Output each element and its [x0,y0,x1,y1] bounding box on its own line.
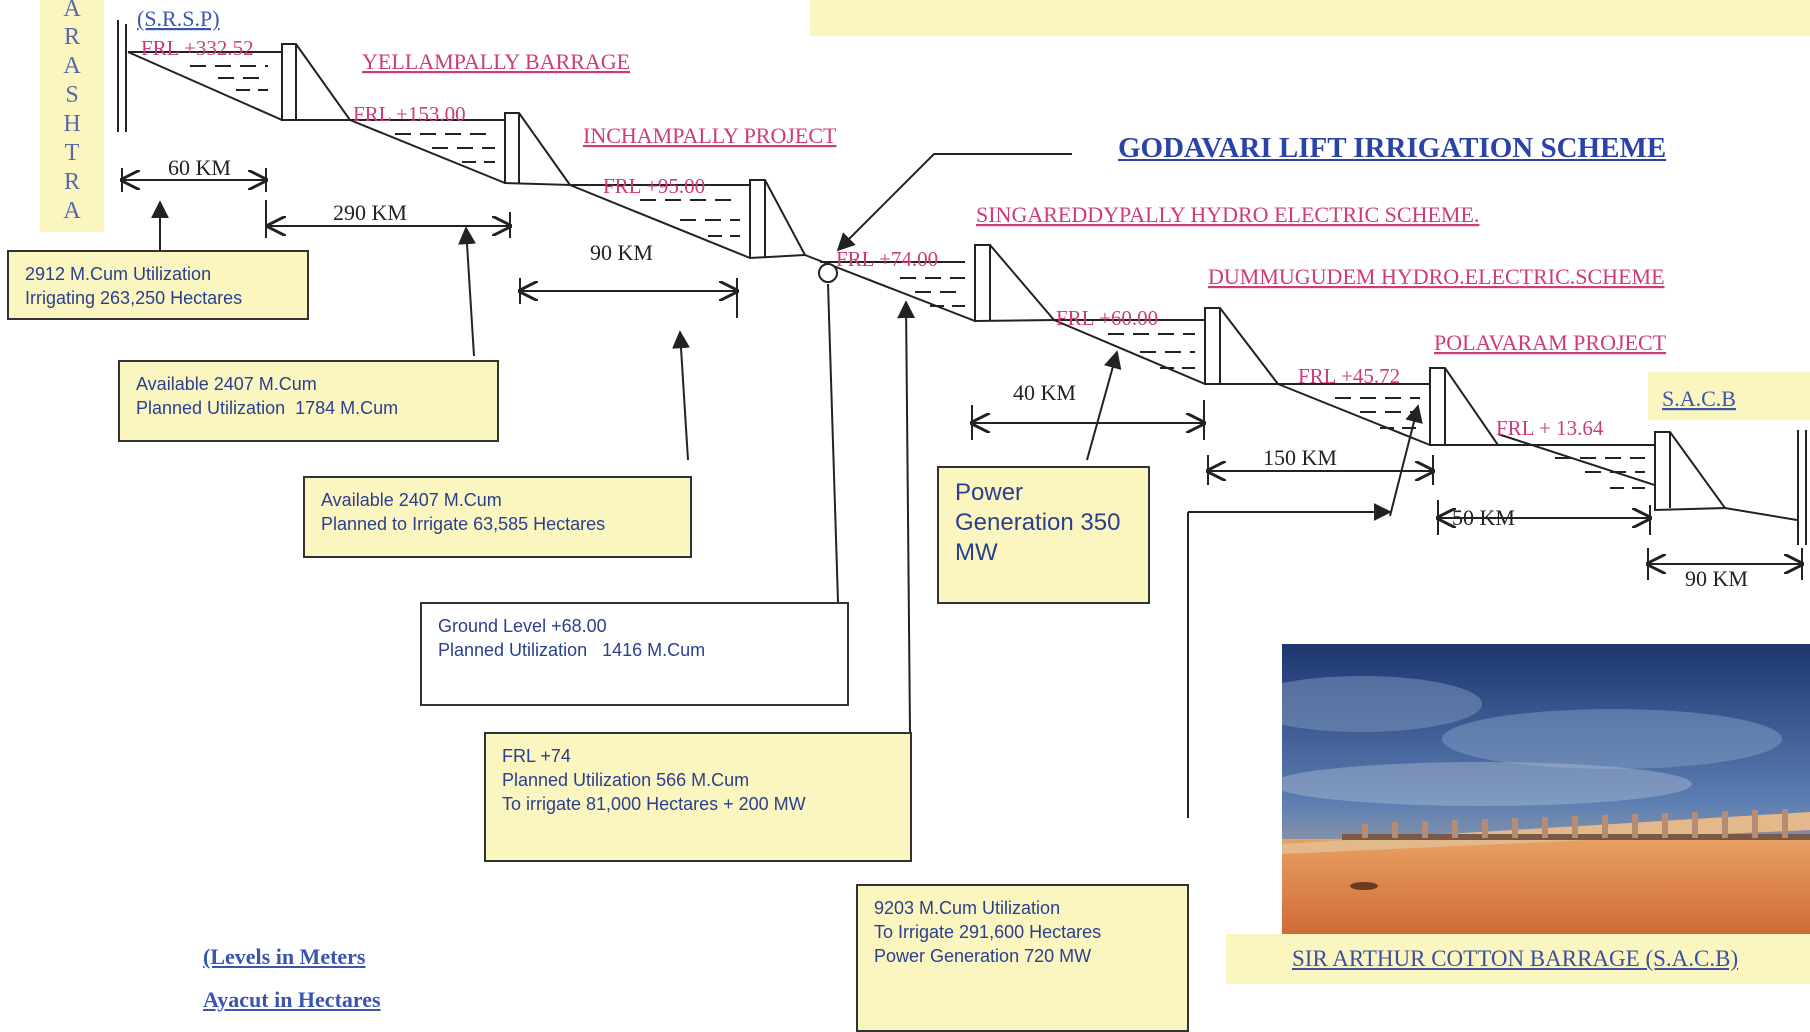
info-line: Planned Utilization 1784 M.Cum [136,398,399,418]
info-line: FRL +74 [502,746,571,766]
distance-label: 50 KM [1452,505,1515,530]
distance-dimensions [122,168,1802,580]
scheme-title: GODAVARI LIFT IRRIGATION SCHEME [1118,132,1667,164]
frl-labels: FRL +332.52 FRL +153.00 FRL +95.00 FRL +… [141,36,1604,440]
project-label-polavaram: POLAVARAM PROJECT [1434,330,1667,355]
header-banner [810,0,1810,36]
info-line: Planned Utilization 566 M.Cum [502,770,750,790]
distance-labels: 60 KM 290 KM 90 KM 40 KM 150 KM 50 KM 90… [168,155,1748,591]
distance-label: 90 KM [1685,566,1748,591]
side-letter: R [63,169,80,195]
polavaram-info-box: 9203 M.Cum Utilization To Irrigate 291,6… [856,884,1189,1032]
distance-label: 290 KM [333,200,407,225]
maharashtra-strip [40,0,104,232]
inchampally-info-box: Available 2407 M.Cum Planned to Irrigate… [303,476,692,558]
frl-label: FRL +332.52 [141,36,254,60]
info-line: Ground Level +68.00 [438,616,607,636]
info-line: Planned Utilization 1416 M.Cum [438,640,706,660]
sacb-label: S.A.C.B [1662,386,1736,411]
info-line: Irrigating 263,250 Hectares [25,288,243,308]
sea-border [1797,430,1807,545]
info-line: Planned to Irrigate 63,585 Hectares [321,514,606,534]
lift-intake-point [818,263,838,283]
photo-caption: SIR ARTHUR COTTON BARRAGE (S.A.C.B) [1292,946,1739,971]
project-label-yellampally: YELLAMPALLY BARRAGE [362,49,630,74]
reservoir-water-lines [128,51,1655,489]
frl-label: FRL +60.00 [1056,306,1158,330]
yellampally-info-box: Available 2407 M.Cum Planned Utilization… [118,360,499,442]
distance-label: 60 KM [168,155,231,180]
barrage-photo [1282,644,1810,934]
dam-structures [281,43,1727,512]
frl-label: FRL +45.72 [1298,364,1400,388]
frl-label: FRL +153.00 [353,102,466,126]
srsp-info-box: 2912 M.Cum Utilization Irrigating 263,25… [7,250,309,320]
dummugudem-info-box: Power Generation 350 MW [937,466,1150,604]
info-line: Power [955,479,1024,506]
info-line: Power Generation 720 MW [874,946,1092,966]
side-letter: R [63,24,80,50]
project-label-dummugudem: DUMMUGUDEM HYDRO.ELECTRIC.SCHEME [1208,264,1665,289]
maharashtra-border [117,20,127,132]
frl-label: FRL +74.00 [836,247,938,271]
info-line: MW [955,539,998,566]
levels-note: (Levels in Meters [203,944,366,969]
info-line: To irrigate 81,000 Hectares + 200 MW [502,794,806,814]
side-letter: T [64,140,80,166]
info-line: 2912 M.Cum Utilization [25,264,212,284]
side-letter: H [63,111,81,137]
ayacut-note: Ayacut in Hectares [203,987,381,1012]
info-line: Available 2407 M.Cum [321,490,502,510]
caption-background [1226,934,1810,984]
info-line: To Irrigate 291,600 Hectares [874,922,1102,942]
srsp-label: (S.R.S.P) [137,6,220,31]
frl-label: FRL + 13.64 [1496,416,1604,440]
project-label-inchampally: INCHAMPALLY PROJECT [583,123,837,148]
leader-arrows [151,153,1423,818]
distance-label: 90 KM [590,240,653,265]
project-labels: YELLAMPALLY BARRAGE INCHAMPALLY PROJECT … [362,49,1667,355]
sacb-tab [1648,372,1810,420]
distance-label: 150 KM [1263,445,1337,470]
frl-label: FRL +95.00 [603,174,705,198]
side-letter: A [63,53,81,79]
info-line: 9203 M.Cum Utilization [874,898,1061,918]
project-label-singareddypally: SINGAREDDYPALLY HYDRO ELECTRIC SCHEME. [976,202,1479,227]
info-line: Generation 350 [955,509,1121,536]
info-line: Available 2407 M.Cum [136,374,317,394]
side-letter: A [63,198,81,224]
side-letter: A [63,0,81,22]
lift-intake-info-box: Ground Level +68.00 Planned Utilization … [420,602,849,706]
singareddypally-info-box: FRL +74 Planned Utilization 566 M.Cum To… [484,732,912,862]
distance-label: 40 KM [1013,380,1076,405]
side-letter: S [65,82,79,108]
